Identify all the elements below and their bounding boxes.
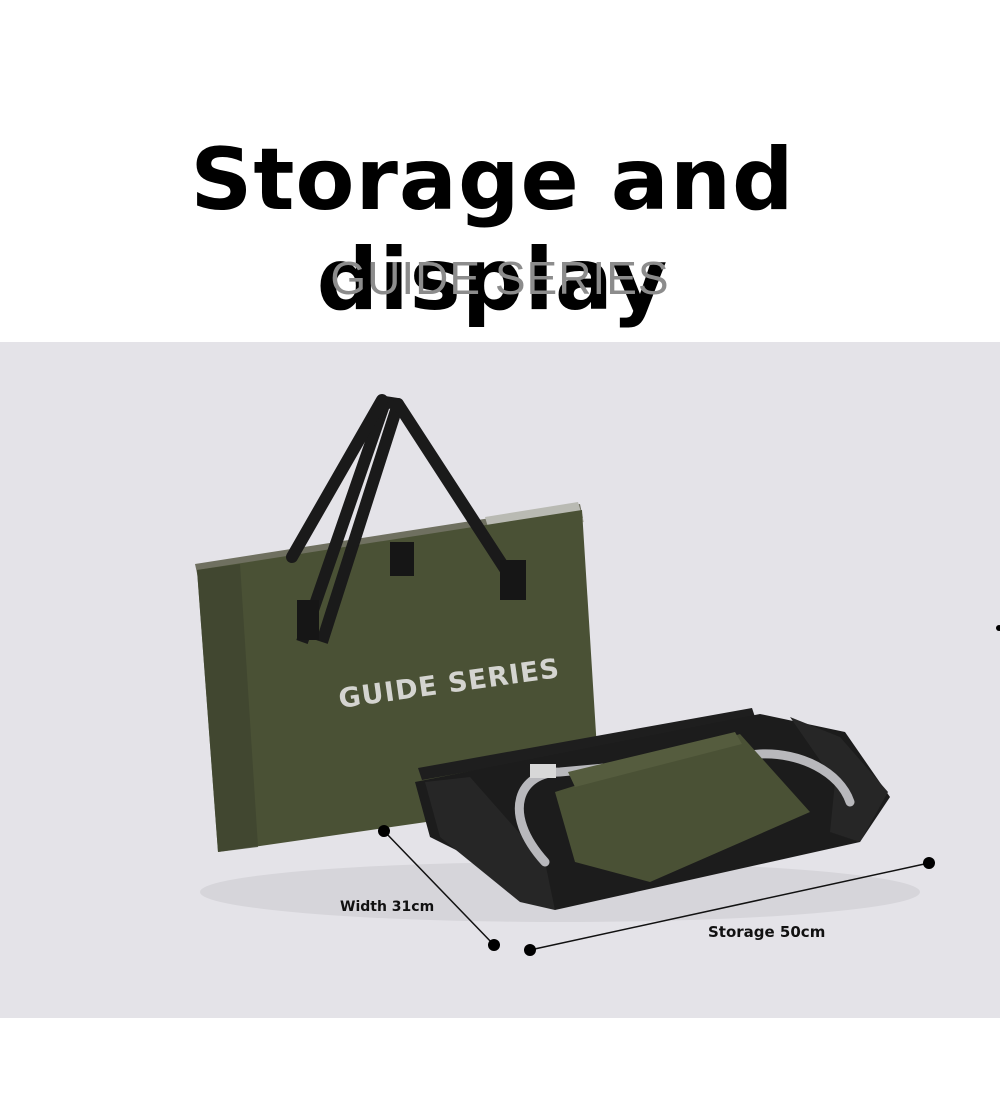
chair-armrest-tube <box>514 749 855 867</box>
storage-end-dot <box>923 857 935 869</box>
width-dimension-line <box>378 825 500 951</box>
width-end-dot <box>488 939 500 951</box>
chair-seat-fabric <box>555 734 810 882</box>
product-photo-illustration: GUIDE SERIES <box>195 394 1000 956</box>
footer <box>0 1018 1000 1118</box>
folded-chair <box>415 708 890 910</box>
chair-top-bar <box>418 708 756 780</box>
bag-handle-front <box>296 396 404 644</box>
chair-foot-left <box>425 777 555 910</box>
product-photo: GUIDE SERIES <box>0 342 1000 1018</box>
handle-tab-mid <box>390 542 414 576</box>
page-subtitle: GUIDE SERIES <box>330 252 670 304</box>
header: Storage and display GUIDE SERIES <box>0 0 1000 342</box>
handle-tab-right <box>500 560 526 600</box>
chair-fabric-fold <box>568 732 742 787</box>
width-label: Width 31cm <box>340 899 434 915</box>
storage-start-dot <box>524 944 536 956</box>
bag-handle-back <box>286 394 526 598</box>
handle-tab-left <box>297 600 319 640</box>
width-start-dot <box>378 825 390 837</box>
edge-dot <box>996 625 1000 631</box>
storage-label: Storage 50cm <box>708 923 825 941</box>
bag-shading <box>197 564 258 852</box>
storage-dimension-line <box>524 857 935 956</box>
page-title: Storage and display <box>190 130 795 330</box>
chair-latch <box>530 764 556 778</box>
